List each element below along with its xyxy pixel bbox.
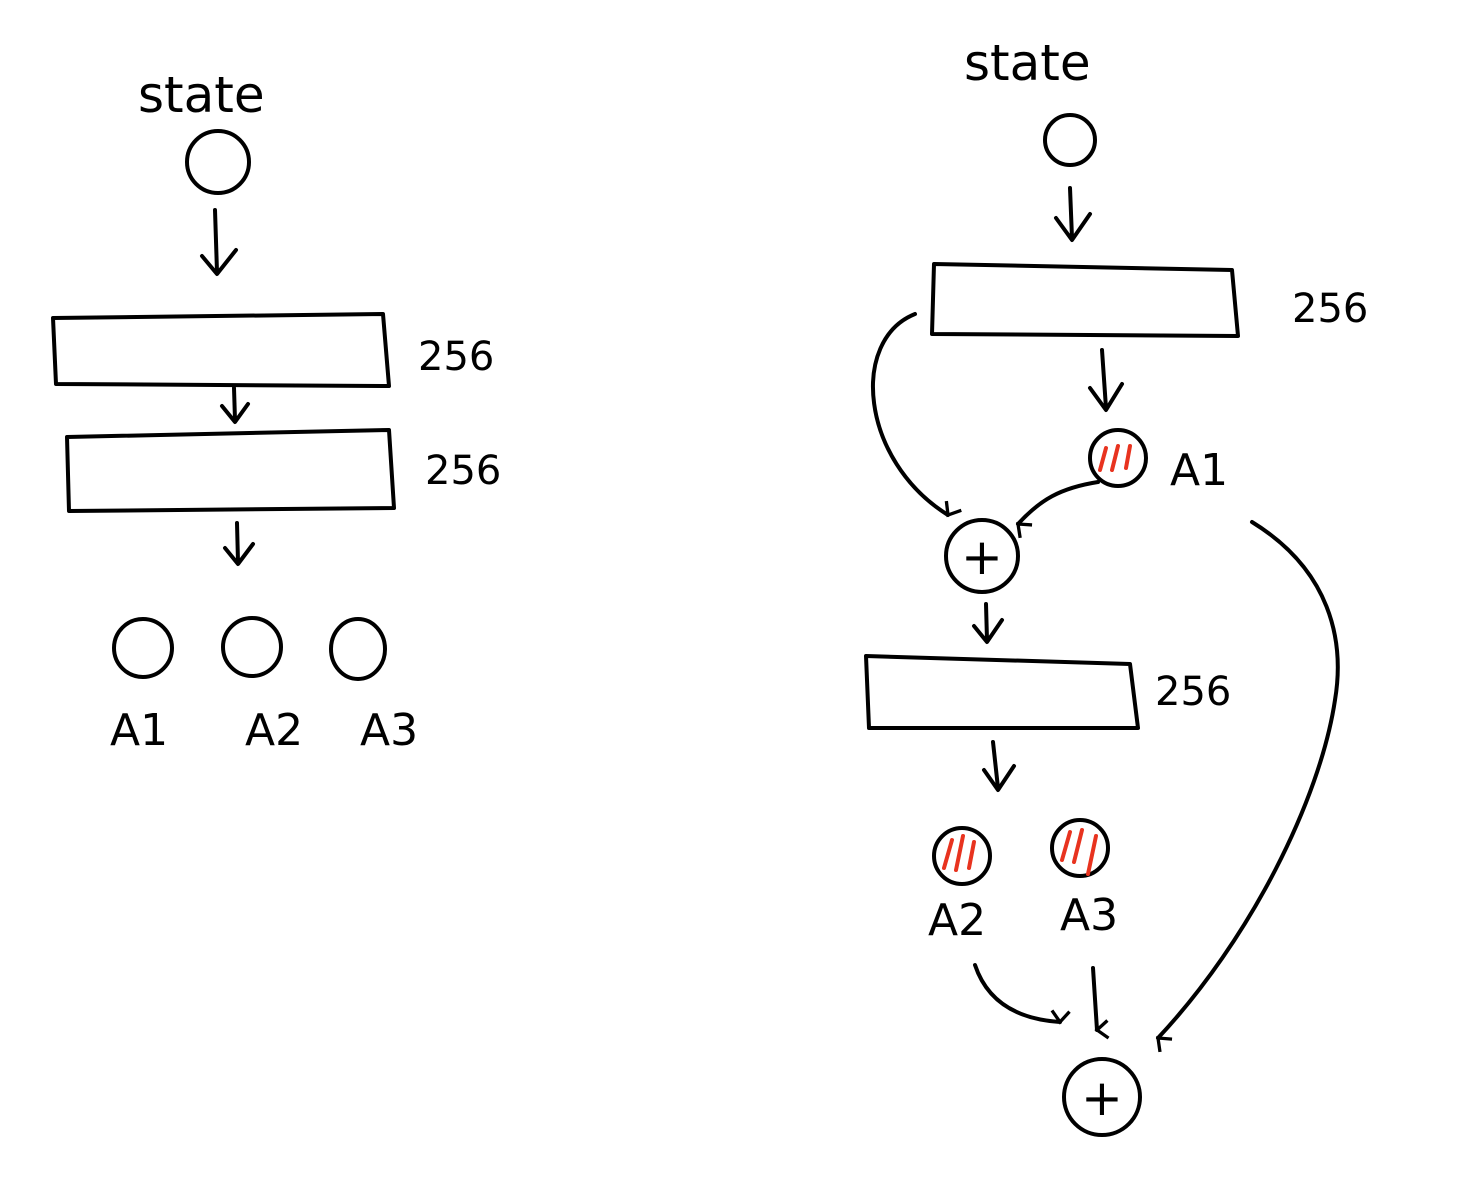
right-combine-symbol-1: + (961, 528, 1003, 586)
right-arrow-a2-to-combine2 (973, 963, 1071, 1025)
left-layer-2 (65, 428, 396, 513)
left-arrow-layer1-to-layer2 (220, 386, 250, 424)
right-arrow-a1-to-combine2 (1156, 520, 1340, 1053)
right-a2-label: A2 (928, 895, 986, 946)
right-arrow-a1-to-combine1 (1016, 480, 1100, 539)
left-network: state 256 256 A1 A2 A3 (51, 66, 501, 756)
right-a3-highlight (1060, 828, 1098, 876)
left-arrow-layer2-to-outputs (223, 521, 255, 566)
left-output-node-a3 (329, 617, 387, 681)
right-a2-highlight (942, 834, 976, 872)
right-a1-highlight (1098, 444, 1132, 472)
right-arrow-a3-to-combine2 (1091, 966, 1110, 1040)
left-output-node-a2 (221, 616, 283, 678)
right-a2-node (932, 826, 992, 886)
right-combine-node-1 (944, 518, 1020, 594)
right-layer-2 (864, 654, 1140, 730)
left-output-label-a1: A1 (110, 705, 168, 756)
right-arrow-layer1-to-a1 (1088, 348, 1124, 412)
right-state-label: state (964, 34, 1091, 92)
left-arrow-state-to-layer1 (200, 208, 238, 276)
right-arrow-layer2-to-outputs (982, 740, 1016, 792)
right-layer-1 (930, 262, 1240, 338)
left-output-node-a1 (112, 617, 174, 679)
right-a1-label: A1 (1170, 445, 1228, 496)
left-layer-1-units: 256 (418, 334, 494, 380)
right-arrow-combine1-to-layer2 (972, 602, 1004, 644)
right-network: state 256 A1 + 256 (864, 34, 1368, 1137)
right-combine-node-2 (1062, 1057, 1142, 1137)
right-combine-symbol-2: + (1081, 1069, 1123, 1127)
left-layer-2-units: 256 (425, 448, 501, 494)
left-state-label: state (138, 66, 265, 124)
right-state-node (1043, 113, 1097, 167)
left-layer-1 (51, 312, 391, 388)
left-output-label-a2: A2 (245, 705, 303, 756)
right-a1-node (1088, 428, 1148, 488)
right-arrow-layer1-to-combine1 (871, 312, 962, 518)
left-output-label-a3: A3 (360, 705, 418, 756)
right-a3-node (1050, 818, 1110, 878)
left-state-node (185, 129, 251, 195)
right-layer-2-units: 256 (1155, 669, 1231, 715)
right-a3-label: A3 (1060, 890, 1118, 941)
right-layer-1-units: 256 (1292, 286, 1368, 332)
right-arrow-state-to-layer1 (1054, 186, 1092, 242)
